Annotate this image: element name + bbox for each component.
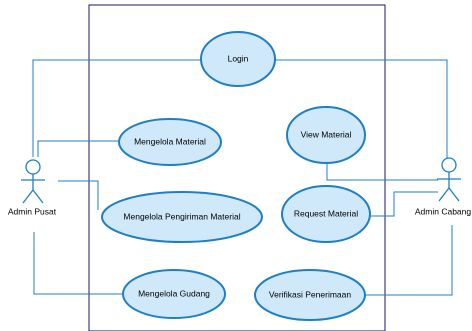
assoc-admin-cabang-login	[275, 59, 448, 158]
actor-admin-cabang[interactable]	[437, 157, 461, 202]
assoc-admin-cabang-verifikasi	[365, 225, 453, 296]
assoc-admin-pusat-mengelola-material	[37, 140, 119, 157]
actor-admin-pusat-head	[25, 159, 41, 175]
usecase-mengelola-pengiriman[interactable]: Mengelola Pengiriman Material	[101, 191, 263, 243]
usecase-mengelola-material-shape	[118, 118, 222, 166]
actor-admin-cabang-label: Admin Cabang	[415, 206, 472, 216]
usecase-login-label: Login	[228, 53, 249, 63]
assoc-admin-cabang-request-material	[370, 191, 438, 217]
actor-admin-pusat[interactable]	[21, 159, 45, 204]
actor-admin-pusat-label: Admin Pusat	[8, 206, 57, 216]
usecase-view-material-label: View Material	[301, 129, 352, 139]
associations	[32, 59, 453, 296]
assoc-admin-cabang-view-material	[326, 163, 438, 181]
usecase-login[interactable]: Login	[200, 31, 276, 87]
usecase-request-material-shape	[281, 185, 371, 243]
actor-admin-cabang-left-leg	[438, 187, 450, 202]
actor-admin-pusat-left-leg	[22, 189, 34, 204]
usecase-mengelola-material[interactable]: Mengelola Material	[118, 118, 222, 166]
usecase-mengelola-pengiriman-label: Mengelola Pengiriman Material	[123, 211, 240, 221]
actor-admin-pusat-right-leg	[32, 189, 44, 204]
usecase-verifikasi-penerimaan-shape	[254, 269, 366, 321]
actor-admin-cabang-right-leg	[448, 187, 460, 202]
usecase-request-material-label: Request Material	[294, 208, 358, 218]
usecase-mengelola-gudang-shape	[122, 269, 226, 319]
usecase-mengelola-gudang-label: Mengelola Gudang	[138, 288, 210, 298]
actor-admin-cabang-head	[441, 157, 457, 173]
assoc-admin-pusat-login	[32, 59, 202, 157]
usecase-verifikasi-penerimaan[interactable]: Verifikasi Penerimaan	[254, 269, 366, 321]
usecase-mengelola-material-label: Mengelola Material	[134, 136, 206, 146]
system-boundary	[88, 4, 386, 331]
usecase-request-material[interactable]: Request Material	[281, 185, 371, 243]
usecase-view-material[interactable]: View Material	[286, 106, 366, 164]
usecase-mengelola-pengiriman-shape	[101, 191, 263, 243]
usecase-login-shape	[200, 31, 276, 87]
assoc-admin-pusat-mengelola-pengiriman	[58, 180, 99, 210]
usecase-mengelola-gudang[interactable]: Mengelola Gudang	[122, 269, 226, 319]
usecase-view-material-shape	[286, 106, 366, 164]
usecase-verifikasi-penerimaan-label: Verifikasi Penerimaan	[269, 289, 351, 299]
assoc-admin-pusat-mengelola-gudang	[33, 232, 123, 295]
